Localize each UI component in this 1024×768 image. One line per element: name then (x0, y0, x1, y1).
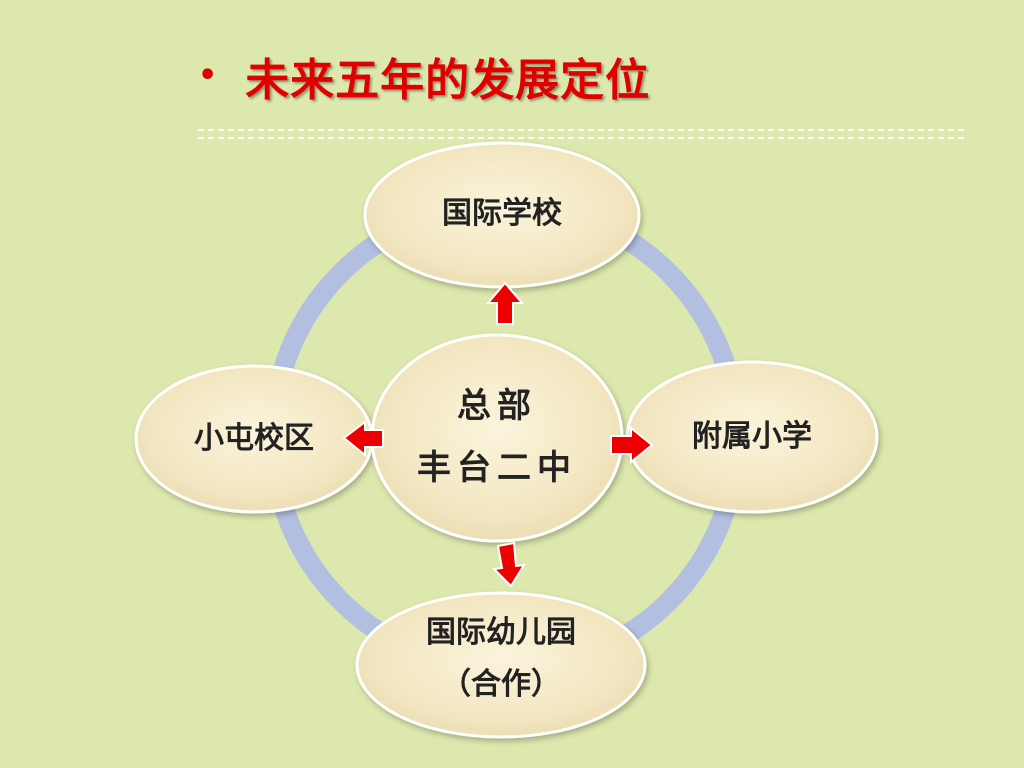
node-bottom (355, 591, 647, 739)
node-bottom-line1: 国际幼儿园 (426, 615, 576, 650)
node-center (370, 333, 624, 543)
node-left-label: 小屯校区 (194, 421, 314, 456)
node-top-label: 国际学校 (442, 196, 562, 231)
node-center-line2: 丰台二中 (417, 448, 577, 488)
arrow-right-icon (610, 425, 654, 465)
node-center-line1: 总部 (457, 386, 537, 426)
arrow-down-icon (491, 541, 526, 588)
slide-title: 未来五年的发展定位 (245, 55, 651, 106)
node-right-label: 附属小学 (692, 419, 812, 454)
arrow-up-icon (485, 281, 525, 325)
arrow-left-icon (342, 419, 384, 458)
title-separator (198, 129, 964, 139)
node-bottom-line2: （合作） (441, 667, 561, 702)
bullet-icon: • (198, 58, 218, 93)
title-row: • 未来五年的发展定位 (198, 44, 650, 108)
